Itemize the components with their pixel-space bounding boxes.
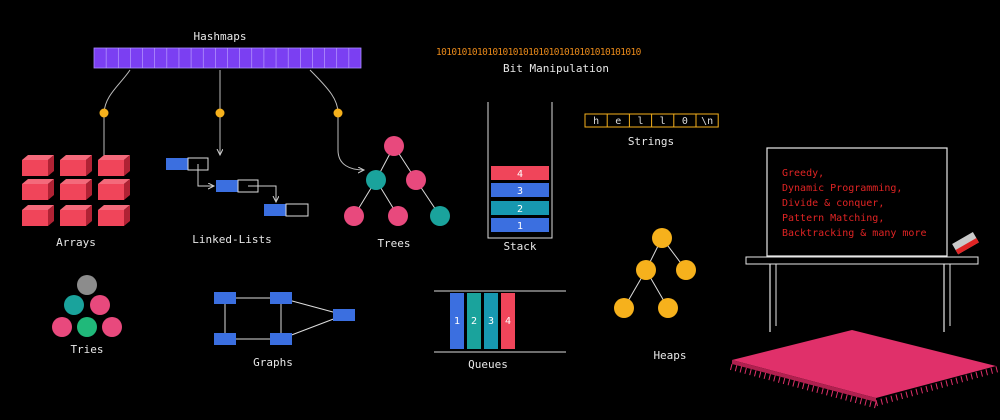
stack-item-label: 2 [517,204,523,215]
trie-node [64,295,84,315]
tries-label: Tries [70,343,103,356]
blackboard: Greedy, Dynamic Programming, Divide & conq… [745,147,979,332]
board-ledge [745,256,979,265]
heap-node [636,260,656,280]
string-char: e [615,116,621,127]
stack-item-label: 1 [517,221,523,232]
hashmap-node-dot [99,108,109,118]
queue-item-label: 2 [471,316,477,327]
list-node-data [216,180,238,192]
hashmap-bucket-bar [93,47,362,69]
board-line: Dynamic Programming, [782,183,902,194]
hashmap-node-dot [215,108,225,118]
strings-label: Strings [628,135,674,148]
heap-node [658,298,678,318]
stack-item-label: 3 [517,186,523,197]
linked-list [166,157,309,217]
array-cell [22,179,54,200]
string-array: h e l l 0 \n [584,113,719,128]
queue-item-label: 4 [505,316,511,327]
queue-item [450,293,464,349]
graphs-label: Graphs [253,356,293,369]
stack-label: Stack [503,240,536,253]
graph [214,292,355,345]
graph-node [214,292,236,304]
array-cell [98,205,130,226]
stack-item [491,201,549,215]
bit-manipulation-label: Bit Manipulation [503,62,609,75]
stack-items: 4 3 2 1 [491,166,549,232]
tree-node [406,170,426,190]
heap-node [614,298,634,318]
trie-node [90,295,110,315]
arrays-grid [22,155,130,226]
trie-node [77,275,97,295]
eraser [952,231,979,255]
board-frame [766,147,948,257]
board-line: Greedy, [782,168,824,179]
tree-node [388,206,408,226]
board-text: Greedy, Dynamic Programming, Divide & conq… [782,168,927,239]
stack-item [491,218,549,232]
linked-lists-label: Linked-Lists [192,233,271,246]
string-char: h [593,116,599,127]
board-line: Backtracking & many more [782,228,927,239]
tree [344,136,450,226]
arrays-label: Arrays [56,236,96,249]
list-node-data [166,158,188,170]
heaps-label: Heaps [653,349,686,362]
string-char: \n [701,116,713,127]
stack-item-label: 4 [517,169,523,180]
trie-node [102,317,122,337]
stack-item [491,183,549,197]
stack-container [487,102,553,239]
array-cell [98,155,130,176]
board-line: Pattern Matching, [782,213,884,224]
queues-label: Queues [468,358,508,371]
graph-node [214,333,236,345]
graph-node [270,292,292,304]
hashmaps-label: Hashmaps [194,30,247,43]
heap [614,228,696,318]
queue-item [484,293,498,349]
rug [730,330,998,409]
hashmap-connectors [103,69,364,170]
array-cell [60,205,92,226]
queue-item-label: 1 [454,316,460,327]
heap-node [676,260,696,280]
string-char: l [637,116,643,127]
queue-item [501,293,515,349]
hashmap-node-dot [333,108,343,118]
tree-node [430,206,450,226]
graph-node [270,333,292,345]
bit-string: 1010101010101010101010101010101010101010 [436,47,642,58]
string-char: 0 [682,116,688,127]
stack-item [491,166,549,180]
heap-node [652,228,672,248]
array-cell [22,155,54,176]
tree-node [366,170,386,190]
trie [52,275,122,337]
queue-item [467,293,481,349]
array-cell [60,179,92,200]
trees-label: Trees [377,237,410,250]
array-cell [22,205,54,226]
list-node-pointer [285,203,309,217]
graph-node [333,309,355,321]
array-cell [60,155,92,176]
queue-item-label: 3 [488,316,494,327]
trie-node [77,317,97,337]
list-node-data [264,204,286,216]
tree-node [384,136,404,156]
board-line: Divide & conquer, [782,198,884,209]
trie-node [52,317,72,337]
array-cell [98,179,130,200]
string-char: l [660,116,666,127]
tree-node [344,206,364,226]
